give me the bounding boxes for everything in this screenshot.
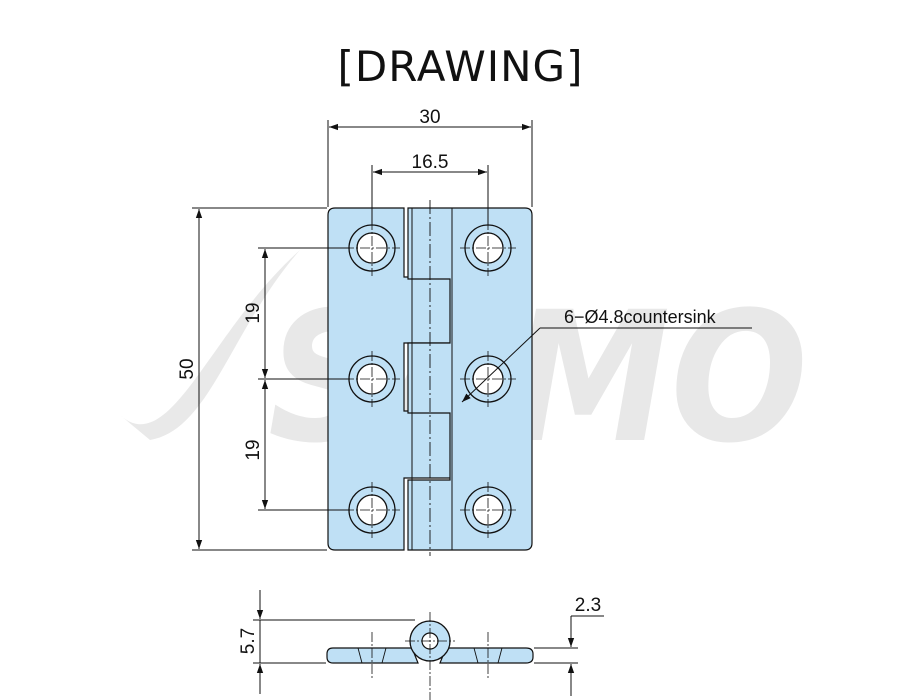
dim-thickness: 5.7 [238,628,259,654]
hole-middle-right [460,351,516,407]
dim-overall-width: 30 [419,107,440,128]
dim-pitch-upper: 19 [243,302,264,323]
dim-pitch-lower: 19 [243,439,264,460]
hole-middle-left [344,351,400,407]
hinge-top-view [327,200,533,556]
hinge-side-view [326,612,534,700]
hole-callout: 6−Ø4.8countersink [564,307,717,327]
hole-bottom-right [460,482,516,538]
drawing-title: [DRAWING] [337,42,584,91]
dim-plate-thickness: 2.3 [575,595,601,616]
dim-hole-spacing: 16.5 [412,152,449,173]
dim-overall-height: 50 [177,358,198,379]
